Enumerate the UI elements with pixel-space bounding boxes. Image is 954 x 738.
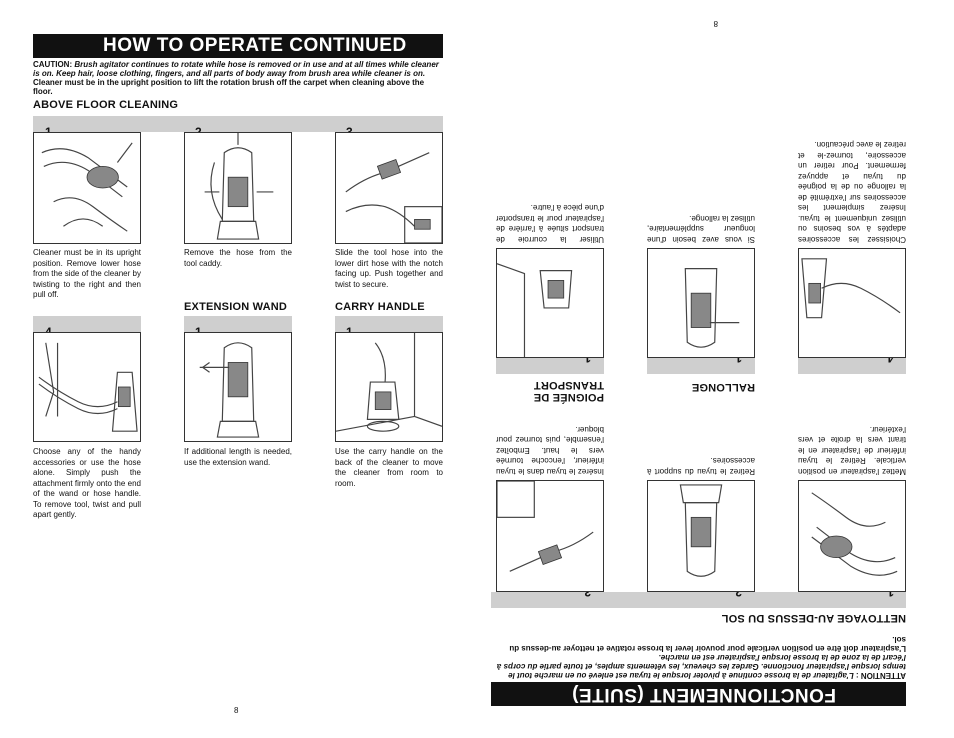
upright-note: Cleaner must be in the upright position … bbox=[33, 78, 425, 96]
step-description: Use the carry handle on the back of the … bbox=[335, 447, 443, 488]
accessory-use-illustration bbox=[801, 258, 901, 319]
illustration-fr-remove-lower-hose bbox=[798, 480, 906, 592]
section-extension-wand: EXTENSION WAND bbox=[184, 301, 288, 313]
section-carry-fr: POIGNÉE DE TRANSPORT bbox=[533, 379, 604, 403]
illustration-remove-lower-hose bbox=[33, 132, 141, 244]
page-number: 8 bbox=[234, 706, 239, 715]
step-description: Si vous avez besoin d'une longueur suppl… bbox=[647, 214, 755, 244]
carry-handle-illustration bbox=[336, 333, 442, 432]
illustration-extension-wand bbox=[184, 332, 292, 442]
illustration-carry-handle bbox=[335, 332, 443, 442]
illustration-fr-remove-hose-caddy bbox=[647, 480, 755, 592]
step-description: Retirez le tuyau du support à accessoire… bbox=[647, 456, 755, 477]
illustration-connect-hose bbox=[335, 132, 443, 244]
step-strip bbox=[33, 116, 443, 132]
step-description: Slide the tool hose into the lower dirt … bbox=[335, 248, 443, 289]
page-title-fr: FONCTIONNEMENT (SUITE) bbox=[491, 682, 906, 706]
caution-block-fr: ATTENTION : L'agitateur de la brosse con… bbox=[494, 635, 906, 680]
vacuum-upright-illustration bbox=[679, 484, 723, 577]
hose-twist-illustration bbox=[41, 142, 133, 232]
step-description: Choisissez les accessoires adaptés à vos… bbox=[798, 140, 906, 245]
step-description: Choose any of the handy accessories or u… bbox=[33, 447, 141, 519]
illustration-remove-hose-caddy bbox=[184, 132, 292, 244]
step-description: Insérez le tuyau dans le tuyau inférieur… bbox=[496, 425, 604, 476]
caution-text: Brush agitator continues to rotate while… bbox=[33, 60, 439, 78]
section-above-floor-fr: NETTOYAGE AU-DESSUS DU SOL bbox=[721, 612, 907, 624]
carry-handle-illustration bbox=[497, 263, 573, 357]
illustration-accessories bbox=[33, 332, 141, 442]
extension-wand-illustration bbox=[199, 342, 260, 438]
caution-label-fr: ATTENTION : bbox=[855, 671, 906, 680]
caution-text-fr: L'agitateur de la brosse continue à pivo… bbox=[496, 653, 906, 680]
page-title-fr-text: FONCTIONNEMENT (SUITE) bbox=[571, 684, 836, 705]
page-number-fr: 8 bbox=[713, 19, 718, 28]
section-extension-fr: RALLONGE bbox=[691, 381, 755, 393]
extension-wand-illustration bbox=[684, 268, 740, 348]
illustration-fr-extension-wand bbox=[647, 248, 755, 358]
hose-twist-illustration bbox=[811, 492, 898, 576]
step-strip bbox=[491, 592, 906, 608]
section-above-floor: ABOVE FLOOR CLEANING bbox=[33, 99, 179, 111]
vacuum-upright-illustration bbox=[204, 133, 274, 240]
accessory-use-illustration bbox=[38, 342, 138, 432]
caution-label: CAUTION: bbox=[33, 60, 73, 69]
step-description: Utiliser la courroie de transport située… bbox=[496, 203, 604, 245]
illustration-fr-carry-handle bbox=[496, 248, 604, 358]
illustration-fr-accessories bbox=[798, 248, 906, 358]
section-carry-handle: CARRY HANDLE bbox=[335, 301, 425, 313]
step-description: Cleaner must be in its upright position.… bbox=[33, 248, 141, 299]
caution-block: CAUTION: Brush agitator continues to rot… bbox=[33, 60, 445, 96]
upright-note-fr: L'aspirateur doit être en position verti… bbox=[509, 635, 906, 653]
hose-connect-illustration bbox=[497, 481, 594, 572]
page-title-text: HOW TO OPERATE CONTINUED bbox=[103, 35, 407, 56]
hose-connect-illustration bbox=[345, 152, 442, 243]
step-description: Mettez l'aspirateur en position vertical… bbox=[798, 425, 906, 476]
step-description: Remove the hose from the tool caddy. bbox=[184, 248, 292, 268]
step-description: If additional length is needed, use the … bbox=[184, 447, 292, 467]
illustration-fr-connect-hose bbox=[496, 480, 604, 592]
page-title: HOW TO OPERATE CONTINUED bbox=[33, 34, 443, 58]
